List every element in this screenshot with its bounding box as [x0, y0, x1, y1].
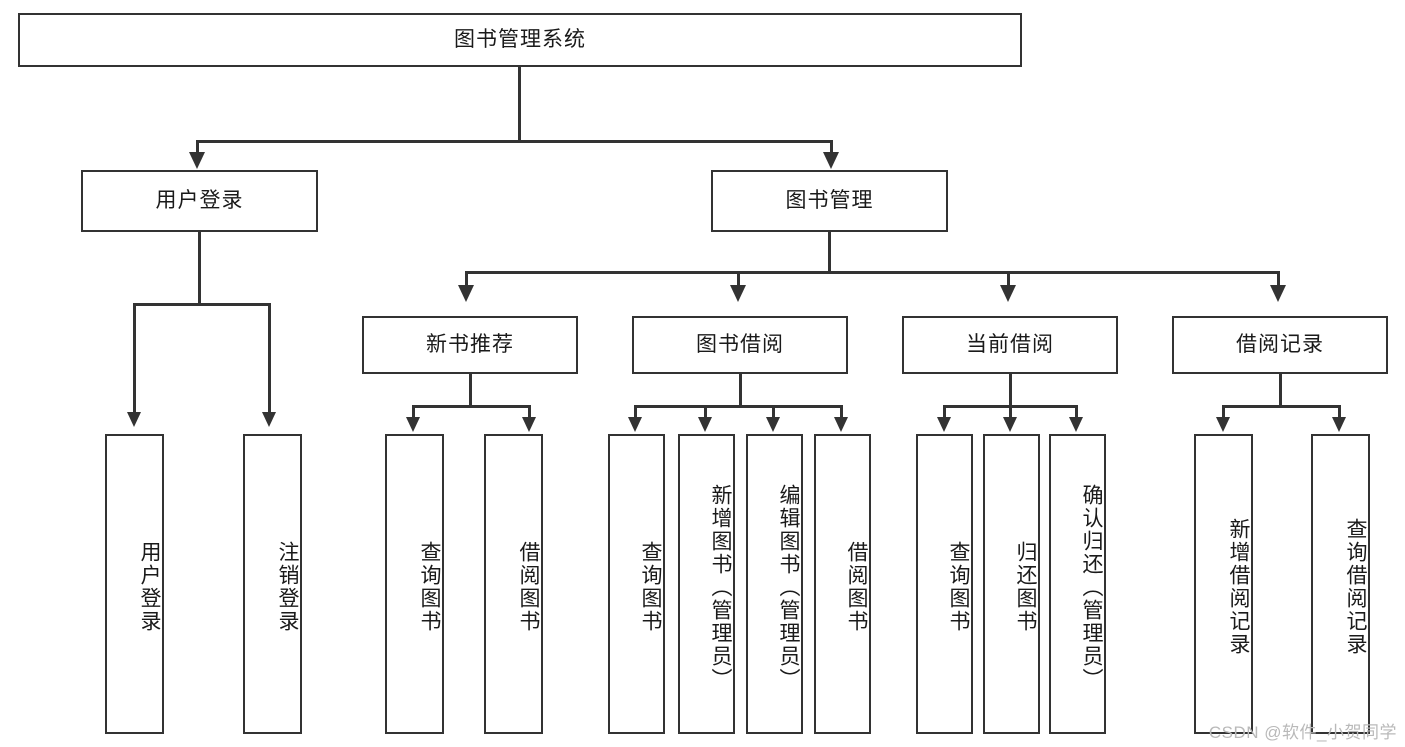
connector-user-login-stem — [198, 232, 201, 306]
leaf-add-book-label: 新增图书（管理员） — [709, 483, 732, 691]
arrowhead-leaf-query-book-1 — [406, 417, 420, 432]
connector-new-book-recommend-bar — [412, 405, 530, 408]
arrowhead-leaf-user-logout — [262, 412, 276, 427]
connector-user-login-right-drop — [268, 303, 271, 417]
leaf-borrow-book-2[interactable]: 借阅图书 — [814, 434, 871, 734]
arrowhead-leaf-query-record — [1332, 417, 1346, 432]
leaf-user-login-label: 用户登录 — [138, 541, 161, 633]
connector-book-management-stem — [828, 232, 831, 274]
connector-cb-leaf1-drop — [943, 405, 946, 421]
node-borrow-record[interactable]: 借阅记录 — [1172, 316, 1388, 374]
connector-new-book-recommend-stem — [469, 374, 472, 408]
connector-book-management-bar — [465, 271, 1280, 274]
connector-to-borrow-record — [1277, 271, 1280, 289]
node-root-book-management-system[interactable]: 图书管理系统 — [18, 13, 1022, 67]
leaf-query-book-2[interactable]: 查询图书 — [608, 434, 665, 734]
arrowhead-leaf-borrow-book-2 — [834, 417, 848, 432]
leaf-query-record[interactable]: 查询借阅记录 — [1311, 434, 1370, 734]
leaf-user-login[interactable]: 用户登录 — [105, 434, 164, 734]
leaf-return-book[interactable]: 归还图书 — [983, 434, 1040, 734]
connector-book-borrow-stem — [739, 374, 742, 408]
leaf-query-book-3[interactable]: 查询图书 — [916, 434, 973, 734]
connector-root-to-user-login — [196, 140, 199, 156]
leaf-confirm-return[interactable]: 确认归还（管理员） — [1049, 434, 1106, 734]
leaf-query-book-1[interactable]: 查询图书 — [385, 434, 444, 734]
connector-root-bar — [196, 140, 833, 143]
arrowhead-leaf-query-book-3 — [937, 417, 951, 432]
arrowhead-leaf-edit-book — [766, 417, 780, 432]
arrowhead-leaf-user-login — [127, 412, 141, 427]
leaf-user-logout[interactable]: 注销登录 — [243, 434, 302, 734]
connector-bb-leaf4-drop — [840, 405, 843, 421]
connector-book-borrow-bar — [634, 405, 842, 408]
arrowhead-leaf-query-book-2 — [628, 417, 642, 432]
leaf-add-book[interactable]: 新增图书（管理员） — [678, 434, 735, 734]
node-new-book-recommend[interactable]: 新书推荐 — [362, 316, 578, 374]
leaf-query-record-label: 查询借阅记录 — [1344, 518, 1367, 656]
connector-to-new-book-recommend — [465, 271, 468, 289]
node-book-borrow[interactable]: 图书借阅 — [632, 316, 848, 374]
connector-to-current-borrow — [1007, 271, 1010, 289]
node-user-login[interactable]: 用户登录 — [81, 170, 318, 232]
arrowhead-to-user-login — [189, 152, 205, 169]
csdn-watermark: CSDN @软件_小贺同学 — [1208, 723, 1397, 742]
arrowhead-leaf-borrow-book-1 — [522, 417, 536, 432]
connector-user-login-left-drop — [133, 303, 136, 417]
connector-bb-leaf3-drop — [772, 405, 775, 421]
connector-user-login-bar — [133, 303, 270, 306]
connector-bb-leaf2-drop — [704, 405, 707, 421]
connector-borrow-record-bar — [1222, 405, 1340, 408]
leaf-borrow-book-1-label: 借阅图书 — [517, 541, 540, 633]
leaf-user-logout-label: 注销登录 — [276, 541, 299, 633]
connector-current-borrow-stem — [1009, 374, 1012, 408]
arrowhead-to-book-borrow — [730, 285, 746, 302]
node-book-management[interactable]: 图书管理 — [711, 170, 948, 232]
arrowhead-leaf-confirm-return — [1069, 417, 1083, 432]
leaf-edit-book[interactable]: 编辑图书（管理员） — [746, 434, 803, 734]
leaf-query-book-3-label: 查询图书 — [947, 541, 970, 633]
leaf-query-book-2-label: 查询图书 — [639, 541, 662, 633]
connector-br-leaf2-drop — [1338, 405, 1341, 421]
connector-borrow-record-stem — [1279, 374, 1282, 408]
connector-root-stem — [518, 67, 521, 142]
connector-nbr-leaf2-drop — [528, 405, 531, 421]
leaf-borrow-book-2-label: 借阅图书 — [845, 541, 868, 633]
leaf-query-book-1-label: 查询图书 — [418, 541, 441, 633]
leaf-add-record-label: 新增借阅记录 — [1227, 518, 1250, 656]
arrowhead-leaf-return-book — [1003, 417, 1017, 432]
connector-nbr-leaf1-drop — [412, 405, 415, 421]
arrowhead-to-current-borrow — [1000, 285, 1016, 302]
arrowhead-leaf-add-book — [698, 417, 712, 432]
connector-br-leaf1-drop — [1222, 405, 1225, 421]
connector-to-book-borrow — [737, 271, 740, 289]
arrowhead-to-new-book-recommend — [458, 285, 474, 302]
leaf-borrow-book-1[interactable]: 借阅图书 — [484, 434, 543, 734]
connector-root-to-book-management — [830, 140, 833, 156]
connector-bb-leaf1-drop — [634, 405, 637, 421]
arrowhead-to-book-management — [823, 152, 839, 169]
node-current-borrow[interactable]: 当前借阅 — [902, 316, 1118, 374]
leaf-return-book-label: 归还图书 — [1014, 541, 1037, 633]
arrowhead-to-borrow-record — [1270, 285, 1286, 302]
leaf-confirm-return-label: 确认归还（管理员） — [1080, 483, 1103, 691]
arrowhead-leaf-add-record — [1216, 417, 1230, 432]
leaf-add-record[interactable]: 新增借阅记录 — [1194, 434, 1253, 734]
leaf-edit-book-label: 编辑图书（管理员） — [777, 483, 800, 691]
connector-cb-leaf3-drop — [1075, 405, 1078, 421]
connector-cb-leaf2-drop — [1009, 405, 1012, 421]
